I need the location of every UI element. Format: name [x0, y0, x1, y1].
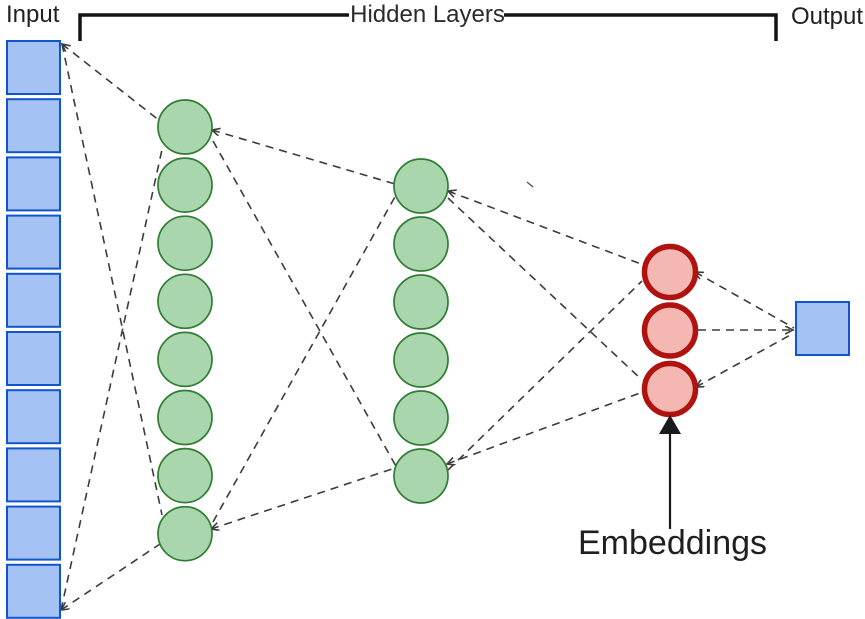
embedding-node [641, 360, 699, 418]
embedding-node [641, 302, 699, 359]
hidden-2-node [393, 390, 449, 446]
hidden-1-node [157, 215, 213, 272]
hidden-1-node [157, 447, 213, 504]
connector-input-bottom-to-hidden1-top [60, 144, 164, 611]
hidden-layer-1 [157, 99, 213, 562]
output-label: Output [791, 3, 864, 30]
input-node [6, 40, 61, 95]
hidden-1-node [157, 273, 213, 330]
embeddings-arrow-head [659, 415, 681, 434]
hidden-2-node [393, 158, 449, 214]
embedding-layer [641, 243, 699, 418]
connector-hidden1-top-to-hidden2-top [212, 130, 396, 185]
input-node [6, 563, 61, 619]
hidden-2-node [393, 274, 449, 330]
hidden-layers-bracket-right [504, 13, 778, 41]
input-node [6, 447, 61, 503]
connector-hidden1-bottom-to-hidden2-top [212, 194, 397, 523]
connector-input-top-to-hidden1-bottom [61, 43, 163, 516]
connector-hidden1-bottom-to-hidden2-bottom [211, 467, 396, 529]
input-layer [6, 40, 61, 619]
hidden-2-node [393, 448, 449, 504]
input-node [6, 331, 61, 386]
input-node [6, 214, 61, 270]
input-label: Input [6, 1, 60, 28]
connector-hidden2-bottom-to-embedding-bottom [447, 392, 641, 464]
hidden-1-node [157, 389, 213, 446]
hidden-2-node [393, 216, 449, 272]
output-layer [795, 301, 850, 356]
input-node [6, 156, 61, 212]
hidden-layers-label: Hidden Layers [350, 1, 505, 28]
input-node [6, 505, 61, 561]
embedding-node [641, 243, 699, 301]
connector-hidden2-bottom-to-embedding-top [447, 280, 643, 471]
connector-hidden2-top-to-embedding-top [448, 191, 642, 265]
connector-input-top-to-hidden1-top [62, 44, 161, 122]
connector-input-bottom-to-hidden1-bottom [61, 543, 161, 610]
hidden-1-node [157, 99, 213, 155]
embeddings-label: Embeddings [578, 524, 768, 562]
input-node [6, 98, 61, 154]
hidden-2-node [393, 332, 449, 388]
connector-hidden1-top-to-hidden2-bottom [212, 140, 398, 469]
hidden-1-node [157, 505, 213, 562]
hidden-layer-2 [393, 158, 449, 504]
connector-embedding-bottom-to-output [696, 332, 795, 387]
stray-mark [526, 181, 534, 188]
output-node [795, 301, 850, 356]
input-node [6, 389, 61, 445]
hidden-1-node [157, 331, 213, 388]
hidden-layers-bracket-left [78, 13, 349, 41]
hidden-1-node [157, 157, 213, 213]
connector-hidden2-top-to-embedding-bottom [447, 197, 643, 381]
input-node [6, 272, 61, 328]
connector-embedding-top-to-output [695, 272, 795, 329]
